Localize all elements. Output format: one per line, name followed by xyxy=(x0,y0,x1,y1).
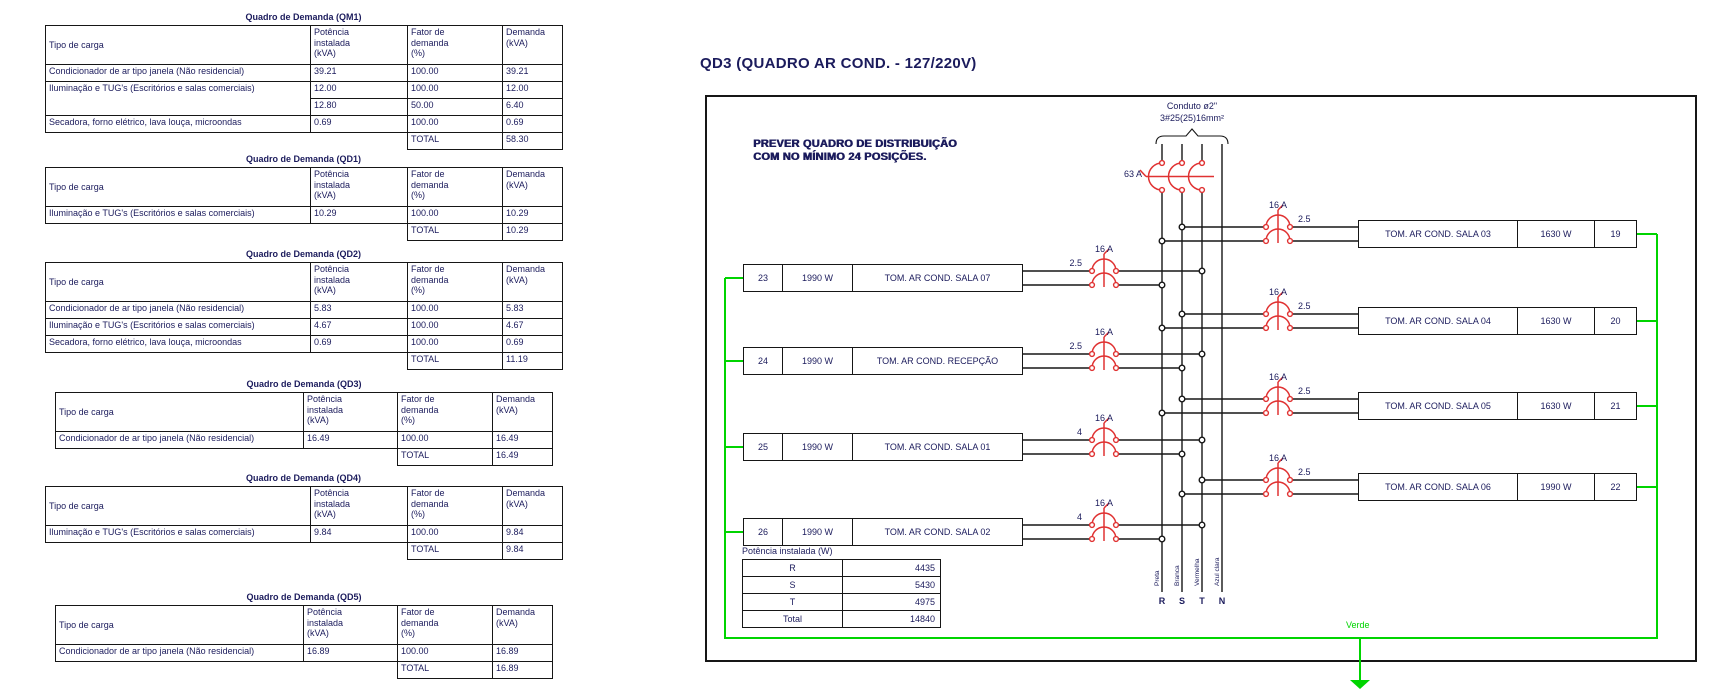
circuit-power: 1990 W xyxy=(783,348,853,374)
total-row: TOTAL 16.89 xyxy=(56,661,553,679)
panel-outline xyxy=(705,95,1697,662)
wire-size-23: 2.5 xyxy=(1069,258,1082,268)
circuit-number: 25 xyxy=(744,434,783,460)
table-row: Iluminação e TUG's (Escritórios e salas … xyxy=(45,525,563,543)
circuit-power: 1990 W xyxy=(783,519,853,545)
circuit-power: 1630 W xyxy=(1518,308,1595,334)
circuit-number: 20 xyxy=(1610,316,1621,326)
circuit-number: 24 xyxy=(744,348,783,374)
circuit-number: 26 xyxy=(744,519,783,545)
table-title-qd2: Quadro de Demanda (QD2) xyxy=(245,249,362,259)
col-header: Potência instalada (kVA) xyxy=(310,25,408,65)
table-title-qd1: Quadro de Demanda (QD1) xyxy=(245,154,362,164)
circuit-power: 1990 W xyxy=(783,434,853,460)
wire-size-24: 2.5 xyxy=(1069,341,1082,351)
wire-size-19: 2.5 xyxy=(1298,214,1311,224)
circuit-power: 1990 W xyxy=(1518,474,1595,500)
breaker-rating-25: 16 A xyxy=(1094,413,1114,423)
bus-label-r: R xyxy=(1158,596,1166,606)
table-row: Secadora, forno elétrico, lava louça, mi… xyxy=(45,335,563,353)
circuit-label: TOM. AR COND. SALA 04 xyxy=(1359,308,1518,334)
demand-table-qd5: Tipo de carga Potência instalada (kVA) F… xyxy=(55,605,553,679)
circuit-label: TOM. AR COND. SALA 02 xyxy=(884,527,991,537)
breaker-rating-22: 16 A xyxy=(1268,453,1288,463)
ground-arrow-icon xyxy=(1350,680,1370,689)
breaker-rating-26: 16 A xyxy=(1094,498,1114,508)
breaker-rating-23: 16 A xyxy=(1094,244,1114,254)
installed-power-title: Potência instalada (W) xyxy=(742,546,833,556)
conduit-spec-label: 3#25(25)16mm² xyxy=(1159,113,1225,123)
circuit-number: 23 xyxy=(744,265,783,291)
panel-note: PREVER QUADRO DE DISTRIBUIÇÃO COM NO MÍN… xyxy=(753,138,957,164)
bus-label-n: N xyxy=(1218,596,1226,606)
table-row: Condicionador de ar tipo janela (Não res… xyxy=(55,644,553,662)
circuit-box-24: 24 1990 W TOM. AR COND. RECEPÇÃO xyxy=(743,347,1023,375)
col-header: Tipo de carga xyxy=(45,25,311,65)
table-row: Iluminação e TUG's (Escritórios e salas … xyxy=(45,81,563,116)
table-row: Condicionador de ar tipo janela (Não res… xyxy=(55,431,553,449)
col-header: Fator de demanda (%) xyxy=(407,25,503,65)
circuit-number: 21 xyxy=(1610,401,1621,411)
total-row: TOTAL 16.49 xyxy=(56,448,553,466)
circuit-box-25: 25 1990 W TOM. AR COND. SALA 01 xyxy=(743,433,1023,461)
earth-wire-label: Verde xyxy=(1346,620,1370,630)
circuit-label: TOM. AR COND. SALA 06 xyxy=(1359,474,1518,500)
circuit-box-20: TOM. AR COND. SALA 04 1630 W 20 xyxy=(1358,307,1637,335)
circuit-power: 1990 W xyxy=(783,265,853,291)
circuit-box-23: 23 1990 W TOM. AR COND. SALA 07 xyxy=(743,264,1023,292)
circuit-label: TOM. AR COND. SALA 07 xyxy=(884,273,991,283)
table-title-qd3: Quadro de Demanda (QD3) xyxy=(246,379,362,389)
wire-size-21: 2.5 xyxy=(1298,386,1311,396)
breaker-rating-21: 16 A xyxy=(1268,372,1288,382)
demand-table-qd4: Tipo de carga Potência instalada (kVA) F… xyxy=(45,486,563,560)
demand-table-qd2: Tipo de carga Potência instalada (kVA) F… xyxy=(45,262,563,370)
table-title-qd5: Quadro de Demanda (QD5) xyxy=(246,592,362,602)
circuit-power: 1630 W xyxy=(1518,393,1595,419)
table-title-qd4: Quadro de Demanda (QD4) xyxy=(245,473,362,483)
table-row: Iluminação e TUG's (Escritórios e salas … xyxy=(45,318,563,336)
total-row: TOTAL 10.29 xyxy=(46,223,563,241)
circuit-number: 19 xyxy=(1610,229,1621,239)
wire-size-25: 4 xyxy=(1076,427,1082,437)
wire-size-26: 4 xyxy=(1076,512,1082,522)
bus-label-s: S xyxy=(1178,596,1185,606)
circuit-label: TOM. AR COND. SALA 01 xyxy=(884,442,991,452)
wire-size-20: 2.5 xyxy=(1298,301,1311,311)
total-row: TOTAL 9.84 xyxy=(46,542,563,560)
diagram-title: QD3 (QUADRO AR COND. - 127/220V) xyxy=(700,55,977,72)
table-title-qm1: Quadro de Demanda (QM1) xyxy=(245,12,362,22)
wire-size-22: 2.5 xyxy=(1298,467,1311,477)
circuit-label: TOM. AR COND. SALA 05 xyxy=(1359,393,1518,419)
bus-label-t: T xyxy=(1199,596,1205,606)
circuit-label: TOM. AR COND. SALA 03 xyxy=(1359,221,1518,247)
circuit-label: TOM. AR COND. RECEPÇÃO xyxy=(876,356,999,366)
total-row: TOTAL 58.30 xyxy=(46,132,563,150)
circuit-box-22: TOM. AR COND. SALA 06 1990 W 22 xyxy=(1358,473,1637,501)
table-row: Iluminação e TUG's (Escritórios e salas … xyxy=(45,206,563,224)
breaker-rating-19: 16 A xyxy=(1268,200,1288,210)
circuit-box-19: TOM. AR COND. SALA 03 1630 W 19 xyxy=(1358,220,1637,248)
circuit-box-21: TOM. AR COND. SALA 05 1630 W 21 xyxy=(1358,392,1637,420)
table-row: Secadora, forno elétrico, lava louça, mi… xyxy=(45,115,563,133)
circuit-box-26: 26 1990 W TOM. AR COND. SALA 02 xyxy=(743,518,1023,546)
table-row: Condicionador de ar tipo janela (Não res… xyxy=(45,301,563,319)
table-row: 12.80 50.00 6.40 xyxy=(46,98,563,116)
demand-table-qd1: Tipo de carga Potência instalada (kVA) F… xyxy=(45,167,563,241)
demand-table-qm1: Tipo de carga Potência instalada (kVA) F… xyxy=(45,25,563,150)
circuit-power: 1630 W xyxy=(1518,221,1595,247)
main-breaker-label: 63 A xyxy=(1123,169,1142,179)
table-row: Condicionador de ar tipo janela (Não res… xyxy=(45,64,563,82)
col-header: Demanda (kVA) xyxy=(502,25,563,65)
circuit-number: 22 xyxy=(1610,482,1621,492)
breaker-rating-20: 16 A xyxy=(1268,287,1288,297)
breaker-rating-24: 16 A xyxy=(1094,327,1114,337)
demand-table-qd3: Tipo de carga Potência instalada (kVA) F… xyxy=(55,392,553,466)
total-row: TOTAL 11.19 xyxy=(46,352,563,370)
conduit-label: Conduto ø2" xyxy=(1166,101,1218,111)
